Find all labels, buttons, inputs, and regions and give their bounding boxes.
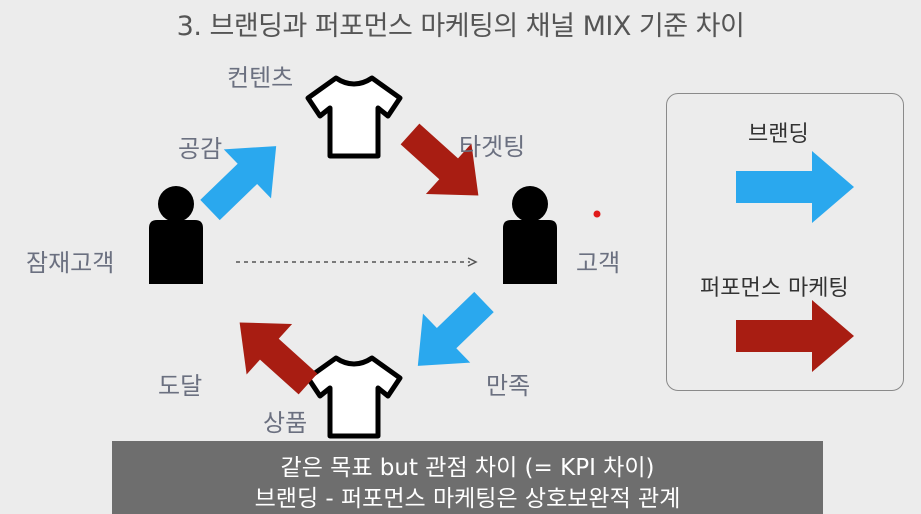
dashed-arrowhead — [467, 257, 478, 267]
product-label: 상품 — [263, 409, 308, 437]
product-tshirt-icon — [308, 358, 400, 436]
legend-branding-label: 브랜딩 — [748, 122, 809, 147]
caption-bar: 같은 목표 but 관점 차이 (= KPI 차이) 브랜딩 - 퍼포먼스 마케… — [112, 441, 823, 514]
satisfaction-label: 만족 — [486, 372, 531, 400]
legend-branding-arrow — [736, 151, 854, 223]
customer-label: 고객 — [576, 249, 621, 277]
reach-arrow — [216, 297, 331, 410]
legend-performance-label: 퍼포먼스 마케팅 — [700, 276, 849, 301]
content-label: 컨텐츠 — [227, 64, 294, 92]
legend-performance-arrow — [736, 300, 854, 372]
page-title: 3. 브랜딩과 퍼포먼스 마케팅의 채널 MIX 기준 차이 — [176, 11, 745, 42]
caption-line-1: 같은 목표 but 관점 차이 (= KPI 차이) — [280, 455, 655, 481]
targeting-arrow — [387, 108, 502, 221]
targeting-label: 타겟팅 — [459, 133, 526, 161]
potential-customer-person-icon — [149, 186, 203, 284]
reach-label: 도달 — [158, 372, 203, 400]
empathy-label: 공감 — [178, 135, 223, 163]
legend-box — [666, 93, 904, 391]
caption-line-2: 브랜딩 - 퍼포먼스 마케팅은 상호보완적 관계 — [254, 486, 681, 512]
content-tshirt-icon — [308, 78, 400, 156]
customer-person-icon — [503, 186, 557, 284]
potential-customer-label: 잠재고객 — [26, 249, 115, 277]
cursor-dot — [593, 210, 601, 218]
